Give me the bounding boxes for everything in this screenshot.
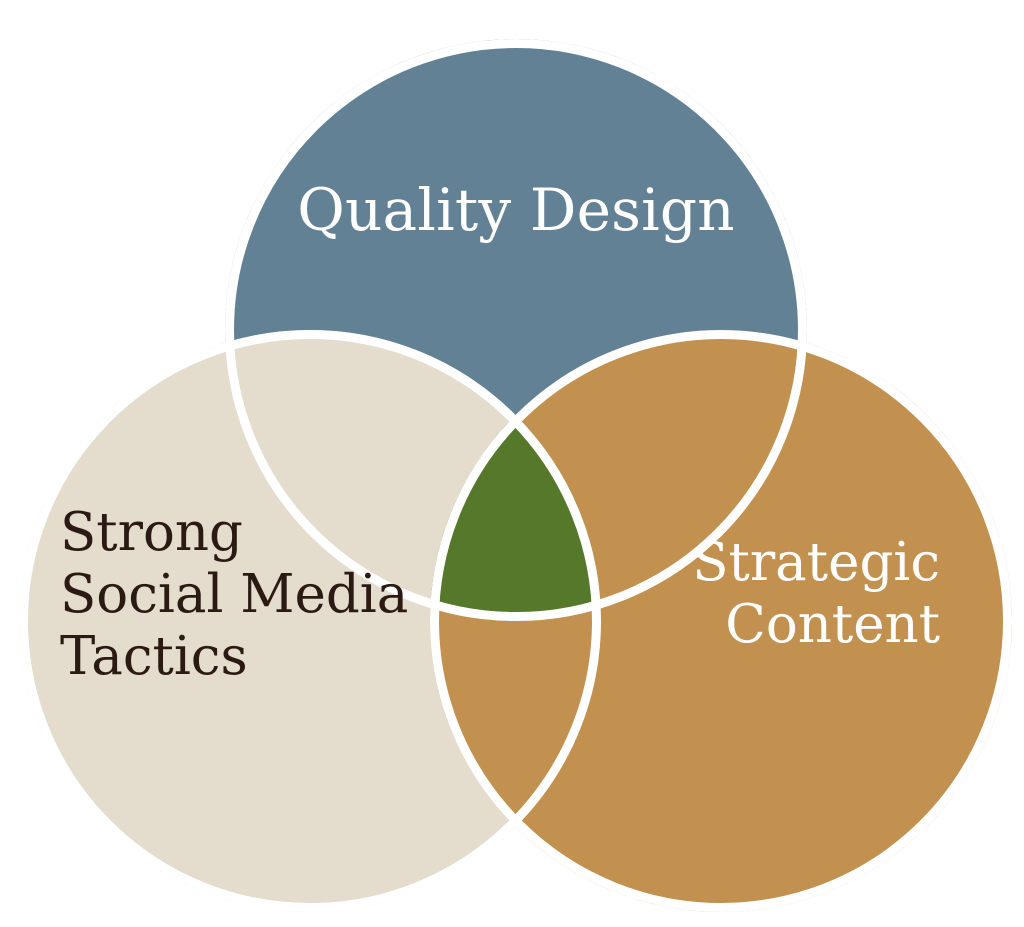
venn-outlines [19,39,1012,912]
outline-quality-design [225,39,807,621]
venn-circles [19,39,1012,912]
outline-strategic-content [430,330,1012,912]
circle-strategic-content[interactable] [430,330,1012,912]
circle-strong-social-media-tactics[interactable] [19,330,601,912]
label-quality-design: Quality Design [297,176,735,244]
outline-strong-social-media-tactics [19,330,601,912]
